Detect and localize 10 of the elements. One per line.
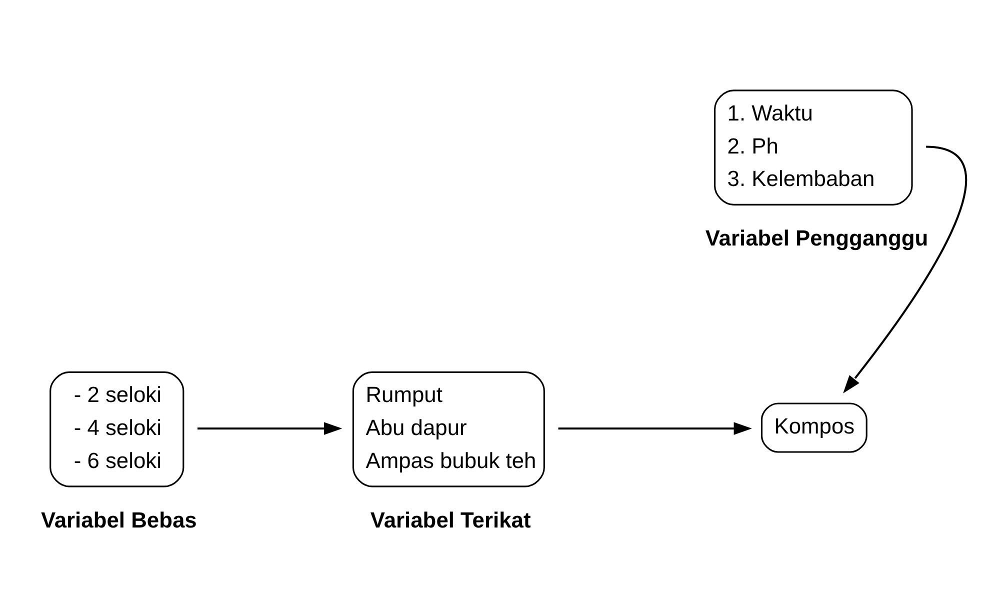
node-box: 1. Waktu 2. Ph 3. Kelembaban xyxy=(714,90,913,206)
node-box: - 2 seloki - 4 seloki - 6 seloki xyxy=(50,371,184,488)
arrow xyxy=(197,422,342,435)
arrow xyxy=(843,146,966,394)
arrow xyxy=(558,422,752,435)
node-label: Variabel Terikat xyxy=(370,507,531,532)
node-box: Kompos xyxy=(760,402,868,453)
node-box: Rumput Abu dapur Ampas bubuk teh xyxy=(352,371,545,488)
node-label: Variabel Bebas xyxy=(40,507,197,532)
node-label: Variabel Pengganggu xyxy=(705,226,928,251)
